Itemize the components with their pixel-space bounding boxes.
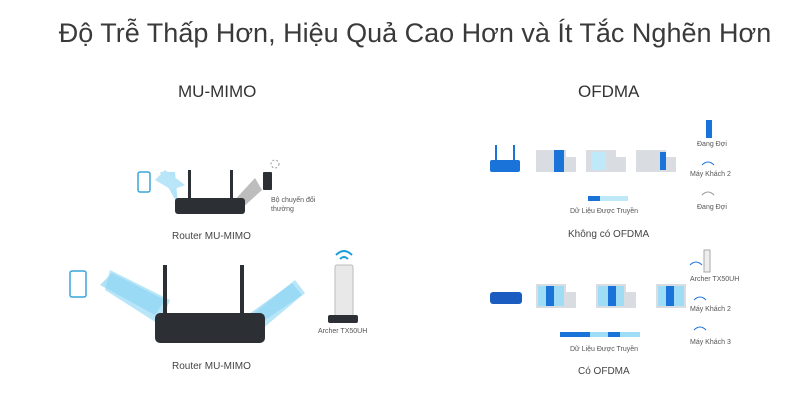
wifi-icon (693, 296, 707, 301)
mu-mimo-small-scene (137, 159, 280, 214)
with-ofdma-caption: Có OFDMA (578, 366, 630, 377)
client-label-2: Máy Khách 2 (690, 171, 731, 178)
truck-2 (596, 284, 636, 308)
adapter-label: Bộ chuyển đổi thường (271, 197, 316, 213)
archer-tx50uh-icon (334, 264, 354, 321)
data-label-with: Dữ Liệu Được Truyền (570, 346, 639, 353)
bottom-router-caption: Router MU-MIMO (172, 361, 251, 372)
wifi-icon (701, 161, 715, 166)
truck-3 (636, 150, 676, 172)
wifi-icon (693, 326, 707, 331)
client-label-6: Máy Khách 3 (690, 339, 731, 346)
with-clients (689, 249, 711, 331)
beam-left-small-2 (155, 170, 185, 190)
truck-1 (536, 284, 576, 308)
wifi-icon (701, 191, 715, 196)
truck-2 (586, 150, 626, 172)
router-large-icon (155, 313, 265, 343)
mu-mimo-large-scene (69, 250, 358, 343)
client-label-5: Máy Khách 2 (690, 306, 731, 313)
without-ofdma-scene (490, 145, 676, 201)
loading-icon (270, 159, 280, 169)
truck-3 (656, 284, 686, 308)
client-label-1: Đang Đợi (697, 141, 727, 148)
truck-1 (536, 150, 576, 172)
client-label-3: Đang Đợi (697, 204, 727, 211)
phone-icon (137, 171, 151, 193)
router-icon (175, 198, 245, 214)
wifi-icon (689, 261, 703, 266)
phone-large-icon (69, 270, 87, 298)
tx50uh-label: Archer TX50UH (318, 328, 368, 335)
router-blue-icon (490, 292, 522, 304)
with-ofdma-scene (490, 284, 686, 337)
without-clients (701, 120, 715, 196)
usb-adapter-icon (263, 172, 272, 190)
client-icon (706, 120, 712, 138)
top-router-caption: Router MU-MIMO (172, 231, 251, 242)
router-blue-icon (490, 160, 520, 172)
mu-mimo-heading: MU-MIMO (178, 82, 257, 101)
page-title: Độ Trễ Thấp Hơn, Hiệu Quả Cao Hơn và Ít … (58, 18, 772, 48)
data-label-without: Dữ Liệu Được Truyền (570, 208, 639, 215)
ofdma-heading: OFDMA (578, 82, 640, 101)
wifi-icon (335, 250, 353, 256)
without-ofdma-caption: Không có OFDMA (568, 229, 650, 240)
archer-tx50uh-icon (703, 249, 711, 273)
client-label-4: Archer TX50UH (690, 276, 740, 283)
